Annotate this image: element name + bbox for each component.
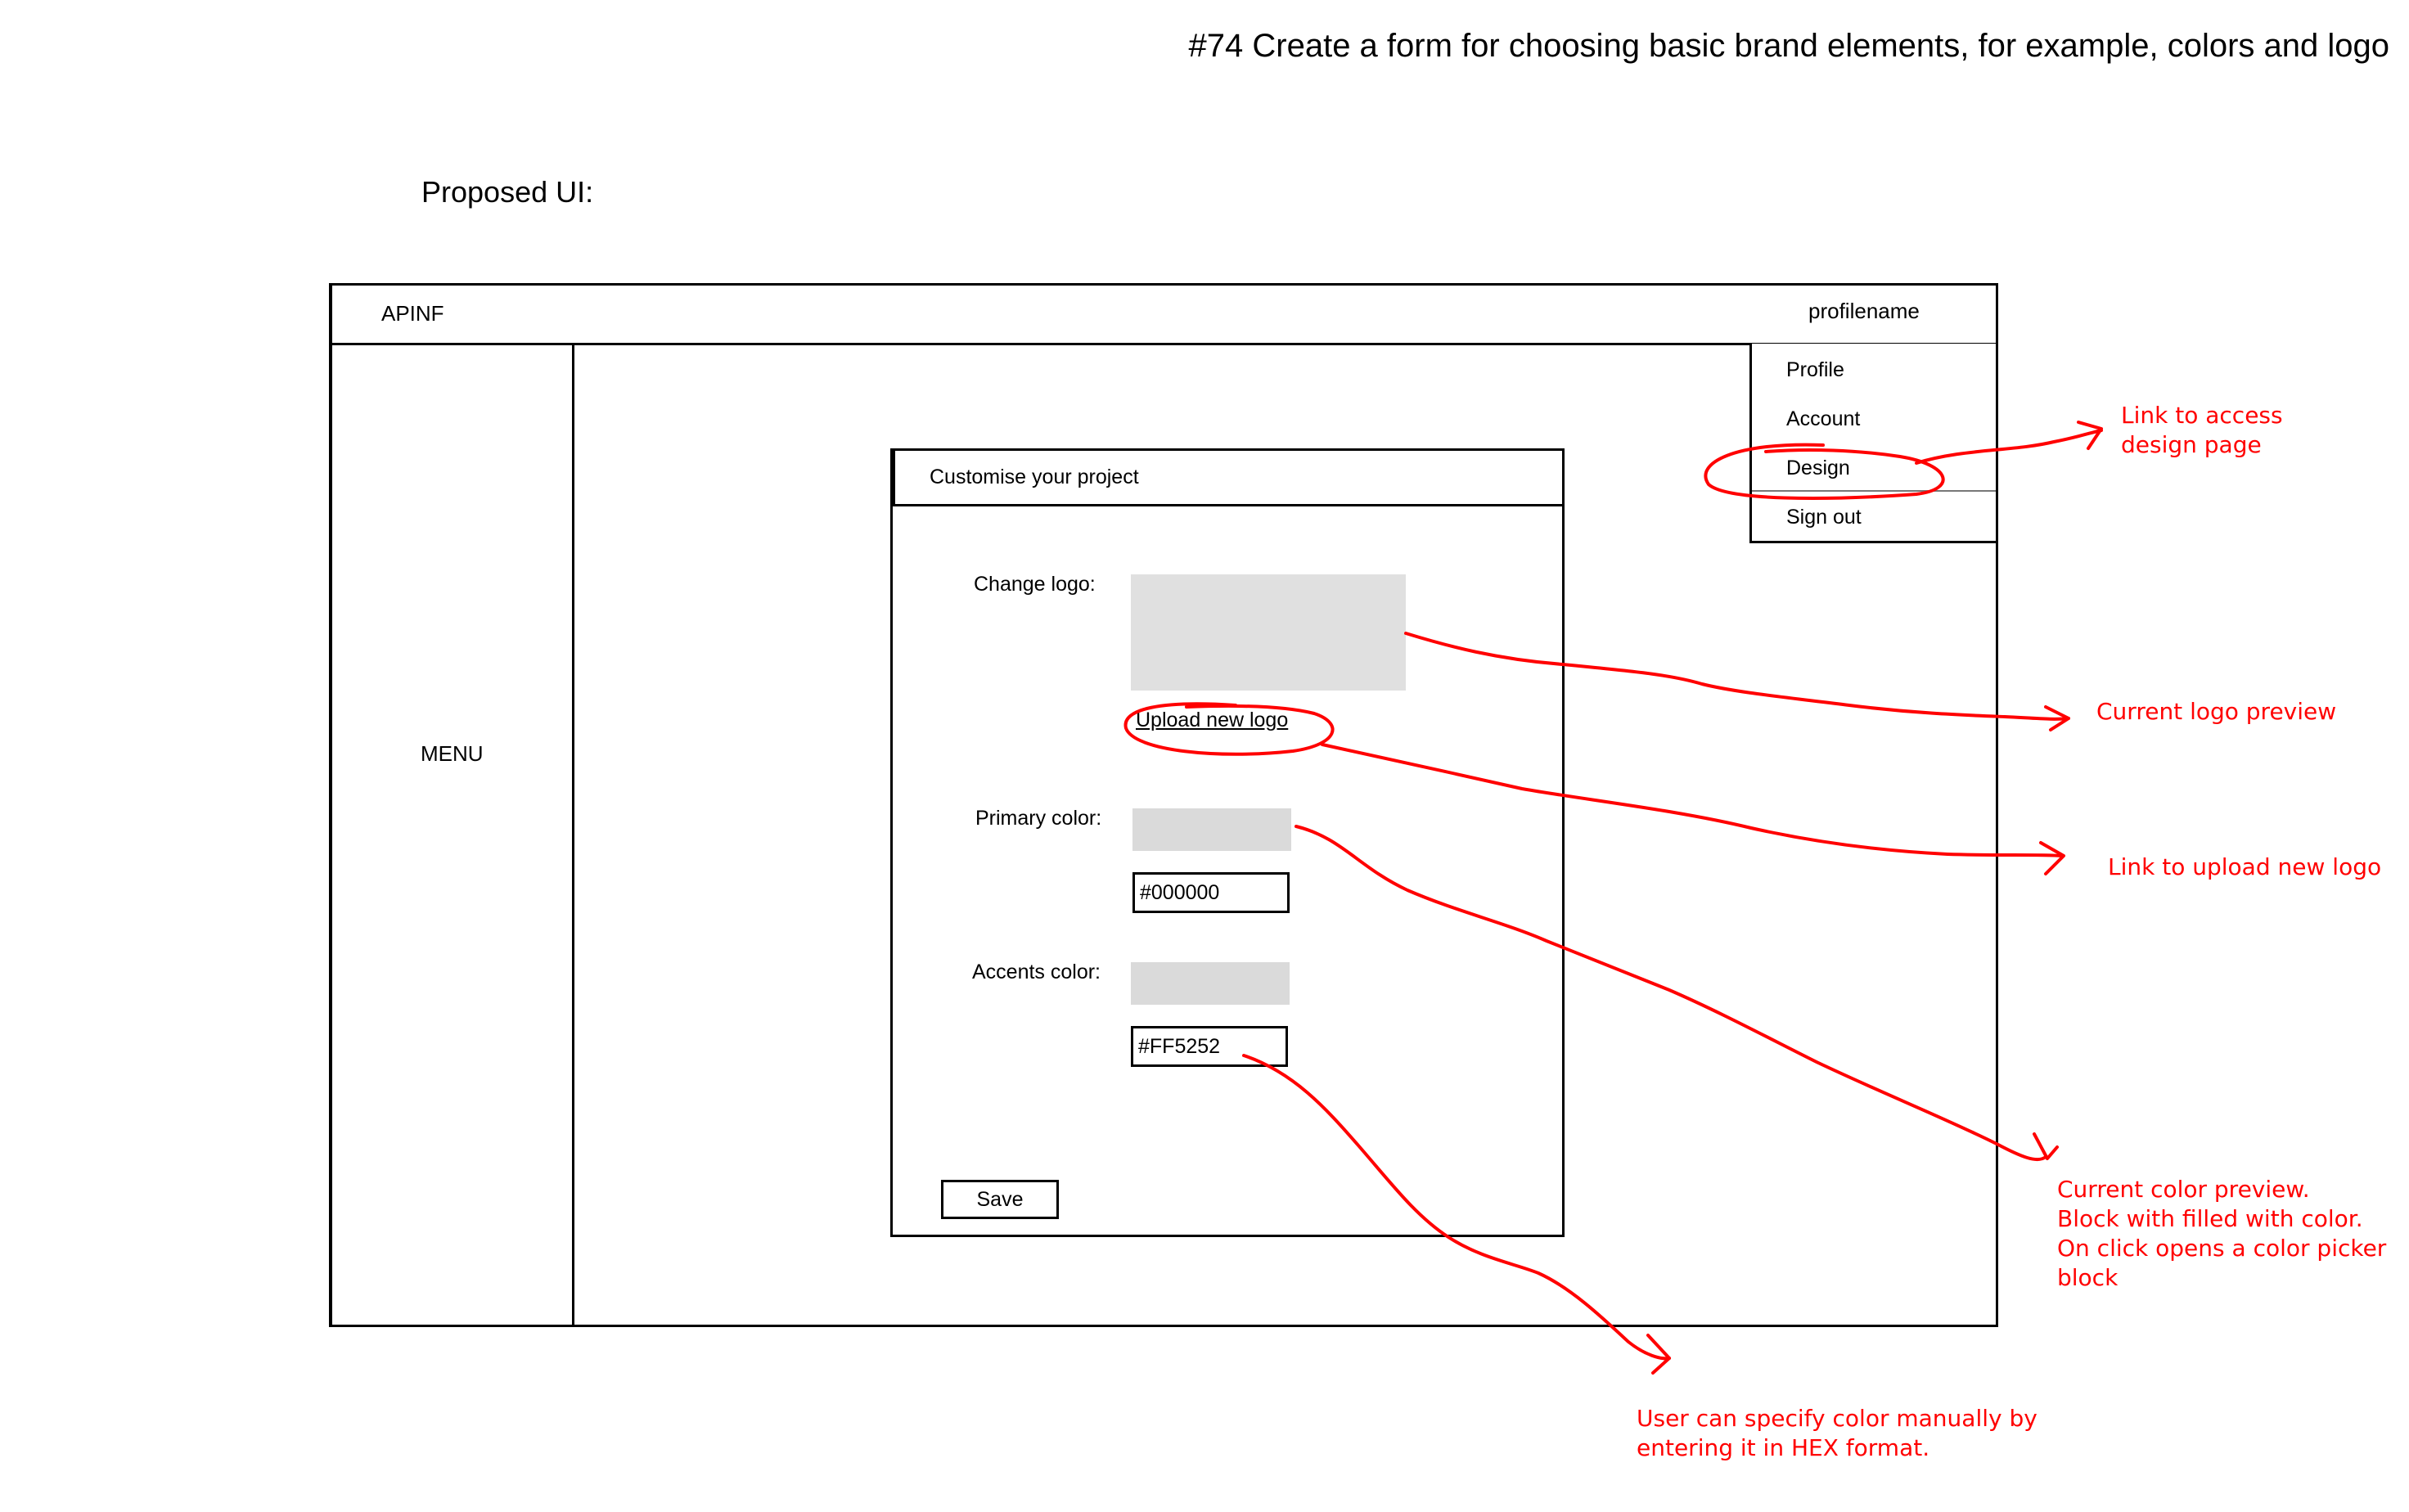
sidebar — [329, 344, 574, 1327]
brand-logo-text[interactable]: APINF — [381, 301, 444, 326]
issue-title: #74 Create a form for choosing basic bra… — [1188, 28, 2389, 64]
sidebar-menu-label: MENU — [421, 741, 484, 766]
dialog-header: Customise your project — [893, 451, 1562, 506]
accent-color-hex-input[interactable] — [1131, 1026, 1288, 1067]
primary-color-swatch[interactable] — [1132, 808, 1291, 851]
upload-highlight-circle — [1123, 702, 1335, 756]
note-logo-preview: Current logo preview — [2096, 698, 2337, 725]
change-logo-label: Change logo: — [974, 573, 1096, 596]
accent-color-label: Accents color: — [972, 961, 1101, 983]
design-arrow-line — [1915, 429, 2103, 465]
hex-arrow-line — [1242, 1054, 1671, 1361]
note-color-preview: Current color preview. Block with filled… — [2057, 1176, 2387, 1291]
primary-color-label: Primary color: — [975, 807, 1102, 830]
menu-item-sign-out[interactable]: Sign out — [1786, 506, 1862, 529]
save-button[interactable]: Save — [941, 1180, 1059, 1219]
design-arrow-head — [2077, 421, 2103, 450]
note-upload-link: Link to upload new logo — [2108, 853, 2382, 880]
color-arrow-head — [2033, 1132, 2059, 1160]
menu-item-account[interactable]: Account — [1786, 407, 1861, 430]
profile-name-button[interactable]: profilename — [1808, 299, 1920, 323]
dialog-title: Customise your project — [930, 466, 1139, 488]
note-design-link: Link to access design page — [2121, 402, 2283, 458]
upload-arrow-line — [1321, 743, 2064, 857]
color-arrow-line — [1295, 825, 2047, 1162]
app-frame — [329, 283, 1998, 1327]
proposed-ui-label: Proposed UI: — [421, 175, 594, 209]
top-bar — [329, 283, 1998, 345]
menu-item-profile[interactable]: Profile — [1786, 358, 1844, 381]
logo-arrow-head — [2044, 705, 2070, 731]
accent-color-swatch[interactable] — [1131, 962, 1290, 1005]
upload-logo-link[interactable]: Upload new logo — [1136, 709, 1289, 731]
menu-item-design[interactable]: Design — [1786, 457, 1850, 479]
upload-arrow-head — [2039, 841, 2065, 875]
note-hex-input: User can specify color manually by enter… — [1637, 1405, 2038, 1461]
menu-divider — [1752, 490, 1996, 492]
design-highlight-circle — [1704, 443, 1945, 500]
hex-arrow-head — [1646, 1334, 1671, 1375]
primary-color-hex-input[interactable] — [1132, 872, 1290, 913]
logo-preview — [1131, 574, 1406, 691]
logo-arrow-line — [1404, 632, 2070, 721]
